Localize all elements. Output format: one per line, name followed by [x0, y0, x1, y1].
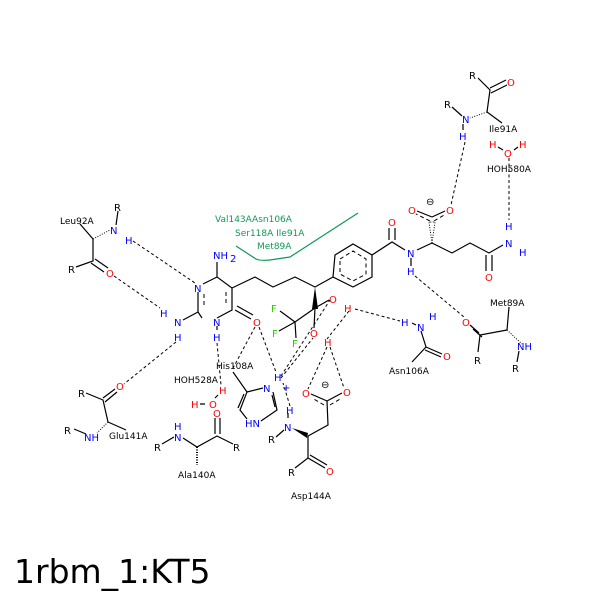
- r-group: R: [154, 443, 161, 454]
- r-group: R: [233, 443, 240, 454]
- residue-his108: His108A N + H HN: [216, 362, 290, 430]
- structure-title: 1rbm_1:KT5: [14, 552, 211, 591]
- backbone-nitrogen: N: [110, 226, 117, 237]
- amide-oxygen: O: [443, 352, 451, 363]
- backbone-oxygen: O: [507, 78, 515, 89]
- hydrogen: H: [191, 400, 199, 411]
- residue-label: Glu141A: [109, 432, 148, 442]
- negative-charge: ⊖: [321, 380, 329, 391]
- backbone-oxygen: O: [462, 318, 470, 329]
- backbone-nitrogen: N: [462, 115, 469, 126]
- backbone-nitrogen: N: [284, 423, 291, 434]
- backbone-oxygen: O: [213, 409, 221, 420]
- amide-nitrogen: N: [417, 323, 424, 334]
- backbone-nitrogen: N: [174, 433, 181, 444]
- hydrogen: H: [429, 312, 437, 323]
- hydrogen: H: [344, 304, 352, 315]
- fluorine: F: [292, 339, 298, 350]
- residue-label: Ala140A: [178, 471, 216, 481]
- carboxylate-oxygen: O: [408, 206, 416, 217]
- imidazole-nitrogen: N: [263, 384, 270, 395]
- hydrophobic-contact-arc: [235, 212, 359, 261]
- amide-nitrogen: N: [505, 239, 512, 250]
- r-group: R: [469, 71, 476, 82]
- hydrogen: H: [324, 338, 332, 349]
- hydrogen: H: [125, 236, 133, 247]
- ring-nitrogen: N: [213, 318, 220, 329]
- residue-asn106: H N H O Asn106A: [389, 312, 451, 377]
- ligand-atoms: NH 2 N H N H N H O F F F O H O H O N H O…: [160, 197, 527, 350]
- residue-label: Asn106A: [389, 367, 430, 377]
- water-hoh528: HOH528A H O H: [174, 376, 227, 411]
- hydrogen: H: [401, 318, 409, 329]
- carboxylate-oxygen: O: [343, 388, 351, 399]
- hydrogen: H: [174, 333, 182, 344]
- hydrophobic-label: Met89A: [257, 242, 292, 252]
- hydroxyl-oxygen: O: [310, 329, 318, 340]
- ring-nitrogen: N: [194, 284, 201, 295]
- ligand-bonds: [182, 210, 504, 339]
- hydrogen: H: [459, 132, 467, 143]
- hydrogen: H: [519, 248, 527, 259]
- carboxylate-oxygen: O: [446, 206, 454, 217]
- residue-label: Asp144A: [291, 492, 332, 502]
- r-group: R: [444, 100, 451, 111]
- amide-oxygen: O: [485, 273, 493, 284]
- carbonyl-oxygen: O: [253, 318, 261, 329]
- amine-subscript: 2: [230, 254, 236, 265]
- hydrogen: H: [174, 422, 182, 433]
- hydroxyl-oxygen: O: [329, 295, 337, 306]
- residue-met89: Met89A O R NH R: [462, 299, 532, 375]
- residue-asp144: H N R O O ⊖ O R Asp144A: [268, 380, 351, 502]
- hydrogen-bonds: [113, 141, 510, 407]
- r-group: R: [268, 435, 275, 446]
- hydrogen: H: [519, 140, 527, 151]
- hydrogen: H: [160, 309, 168, 320]
- imidazole-nitrogen: HN: [245, 419, 260, 430]
- hydrogen: H: [286, 406, 294, 417]
- positive-charge: +: [282, 383, 290, 394]
- hydrogen: H: [505, 222, 513, 233]
- amide-nitrogen: N: [407, 249, 414, 260]
- hydrophobic-label: Val143AAsn106A: [215, 215, 293, 225]
- amine-nitrogen: N: [174, 318, 181, 329]
- hydrogen: H: [274, 373, 282, 384]
- backbone-oxygen: O: [106, 269, 114, 280]
- r-group: R: [114, 203, 121, 214]
- hydrogen: H: [213, 333, 221, 344]
- residue-label: Leu92A: [60, 217, 95, 227]
- r-group: R: [512, 364, 519, 375]
- residue-glu141: O R R NH Glu141A: [64, 382, 148, 444]
- residue-ala140: H N R O R Ala140A: [154, 409, 240, 481]
- residue-ile91: R O R N H Ile91A: [444, 71, 518, 143]
- water-oxygen: O: [504, 149, 512, 160]
- residue-label: Ile91A: [489, 125, 518, 135]
- amide-oxygen: O: [388, 218, 396, 229]
- carboxylate-oxygen: O: [302, 389, 310, 400]
- hydrogen: H: [407, 267, 415, 278]
- backbone-oxygen: O: [326, 467, 334, 478]
- r-group: R: [68, 265, 75, 276]
- amine-atom: NH: [213, 251, 228, 262]
- fluorine: F: [271, 304, 277, 315]
- backbone-oxygen: O: [116, 382, 124, 393]
- r-group: R: [288, 468, 295, 479]
- r-group: R: [64, 426, 71, 437]
- hydrophobic-label: Ser118A Ile91A: [235, 229, 305, 239]
- residue-label: His108A: [216, 362, 254, 372]
- residue-leu92: R N H O R Leu92A: [60, 203, 133, 280]
- backbone-nitrogen: NH: [84, 433, 99, 444]
- residue-label: HOH528A: [174, 376, 219, 386]
- negative-charge: ⊖: [426, 197, 434, 208]
- r-group: R: [78, 389, 85, 400]
- r-group: R: [474, 356, 481, 367]
- backbone-nitrogen: NH: [517, 342, 532, 353]
- hydrogen: H: [219, 386, 227, 397]
- residue-label: Met89A: [490, 299, 525, 309]
- water-oxygen: O: [209, 400, 217, 411]
- fluorine: F: [272, 329, 278, 340]
- hydrogen: H: [489, 140, 497, 151]
